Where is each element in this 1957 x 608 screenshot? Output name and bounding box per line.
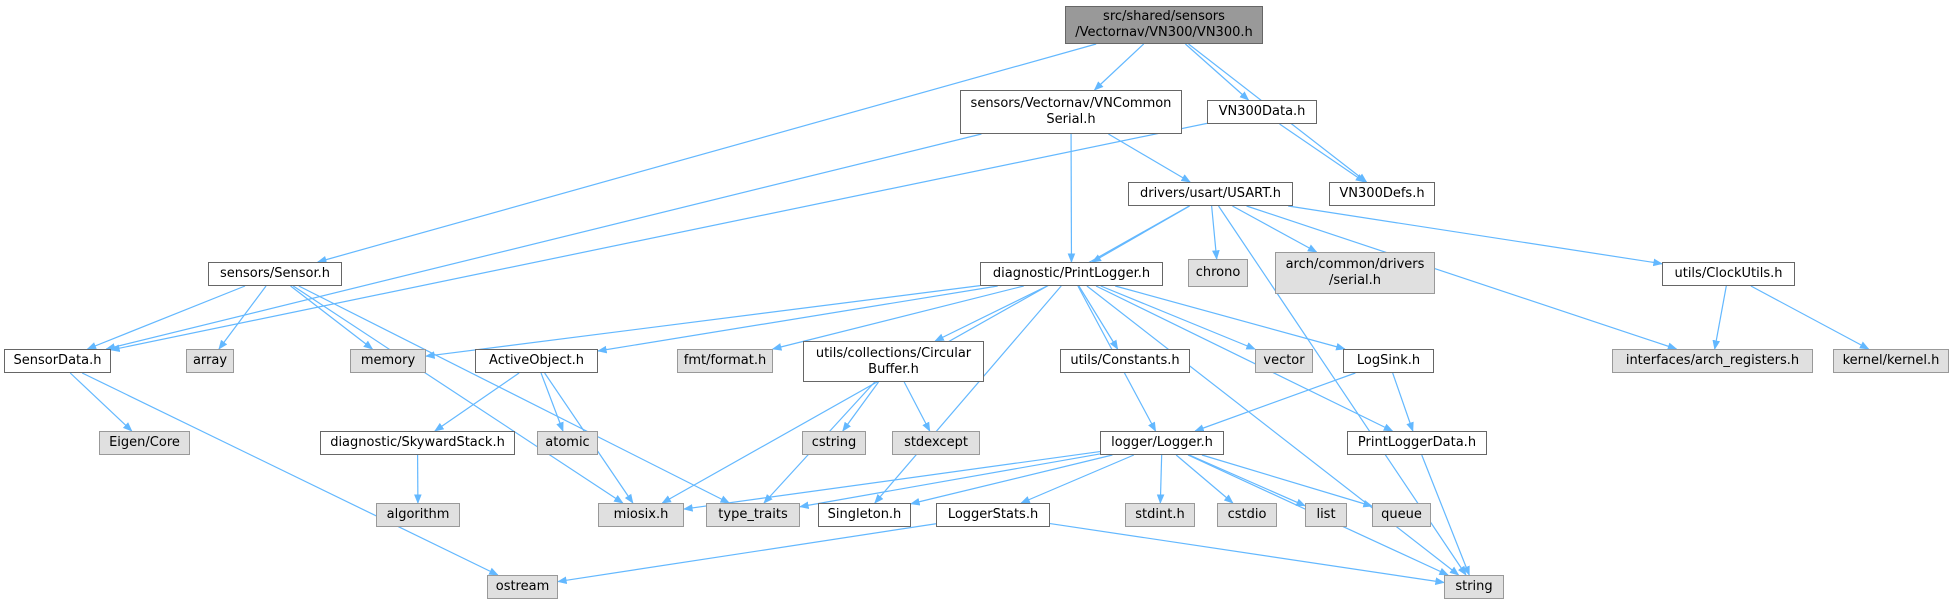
node-atomic[interactable]: atomic: [537, 431, 598, 455]
node-stdint-h[interactable]: stdint.h: [1125, 503, 1195, 527]
node-vn300-h[interactable]: src/shared/sensors /Vectornav/VN300/VN30…: [1065, 6, 1263, 44]
edge-n26-n32: [1020, 454, 1135, 504]
node-stdexcept[interactable]: stdexcept: [892, 431, 980, 455]
node-eigen-core[interactable]: Eigen/Core: [99, 431, 190, 455]
edge-n27-n38: [1421, 454, 1470, 576]
node-vncommon-serial-h[interactable]: sensors/Vectornav/VNCommon Serial.h: [960, 90, 1182, 134]
node-miosix-h[interactable]: miosix.h: [598, 503, 684, 527]
edge-n5-n30: [298, 285, 731, 504]
node-kernel-h[interactable]: kernel/kernel.h: [1833, 349, 1949, 373]
node-printlogger-h[interactable]: diagnostic/PrintLogger.h: [980, 262, 1163, 286]
edge-n4-n7: [1211, 205, 1220, 260]
node-loggerstats-h[interactable]: LoggerStats.h: [936, 503, 1050, 527]
node-string[interactable]: string: [1444, 575, 1504, 599]
node-vn300defs-h[interactable]: VN300Defs.h: [1329, 182, 1435, 206]
edge-n15-n25: [903, 381, 931, 432]
edge-n6-n31: [874, 285, 1062, 504]
node-skywardstack-h[interactable]: diagnostic/SkywardStack.h: [320, 431, 515, 455]
edge-n26-n29: [683, 450, 1101, 512]
edge-n6-n12: [425, 285, 981, 359]
edge-n26-n30: [799, 453, 1101, 510]
node-algorithm[interactable]: algorithm: [376, 503, 460, 527]
node-fmt-format-h[interactable]: fmt/format.h: [677, 349, 773, 373]
node-serial-h[interactable]: arch/common/drivers /serial.h: [1275, 252, 1435, 294]
edge-n10-n21: [69, 372, 133, 432]
node-list[interactable]: list: [1305, 503, 1347, 527]
edge-n26-n33: [1156, 454, 1165, 504]
edge-n6-n13: [597, 285, 998, 354]
edge-n6-n18: [1115, 285, 1346, 351]
edge-n1-n4: [1108, 133, 1191, 183]
edge-n9-n20: [1750, 285, 1870, 350]
edge-n4-n19: [1246, 205, 1678, 350]
edge-n0-n1: [1093, 43, 1145, 91]
edge-n13-n23: [540, 372, 564, 432]
edge-n2-n10: [110, 122, 1208, 352]
edge-n32-n38: [1049, 522, 1445, 586]
node-array[interactable]: array: [186, 349, 234, 373]
edge-n32-n37: [557, 523, 937, 585]
node-vector[interactable]: vector: [1255, 349, 1313, 373]
edge-n5-n10: [86, 285, 246, 350]
node-type-traits[interactable]: type_traits: [706, 503, 800, 527]
node-usart-h[interactable]: drivers/usart/USART.h: [1128, 182, 1293, 206]
node-queue[interactable]: queue: [1372, 503, 1431, 527]
edge-n0-n2: [1185, 43, 1250, 101]
edge-n26-n34: [1175, 454, 1234, 504]
edge-n4-n9: [1288, 205, 1663, 267]
edge-n18-n27: [1392, 372, 1414, 432]
edge-n6-n27: [1095, 285, 1394, 432]
edge-n10-n37: [81, 372, 499, 576]
node-singleton-h[interactable]: Singleton.h: [818, 503, 911, 527]
node-activeobject-h[interactable]: ActiveObject.h: [475, 349, 598, 373]
edge-n2-n3: [1279, 123, 1366, 183]
node-clockutils-h[interactable]: utils/ClockUtils.h: [1662, 262, 1795, 286]
edge-n4-n8: [1232, 205, 1318, 253]
edge-n5-n29: [292, 285, 624, 504]
node-circularbuffer-h[interactable]: utils/collections/Circular Buffer.h: [803, 341, 984, 382]
edge-n9-n19: [1712, 285, 1727, 350]
node-printloggerdata-h[interactable]: PrintLoggerData.h: [1347, 431, 1487, 455]
edge-n6-n17: [1100, 285, 1256, 350]
node-memory[interactable]: memory: [350, 349, 426, 373]
node-constants-h[interactable]: utils/Constants.h: [1060, 349, 1190, 373]
edge-n5-n11: [218, 285, 267, 350]
node-vn300data-h[interactable]: VN300Data.h: [1207, 100, 1317, 124]
edge-n6-n16: [1078, 285, 1119, 350]
edge-n6-n15: [934, 285, 1048, 342]
node-arch-registers-h[interactable]: interfaces/arch_registers.h: [1612, 349, 1813, 373]
node-logger-h[interactable]: logger/Logger.h: [1100, 431, 1224, 455]
edge-n0-n5: [316, 43, 1097, 264]
edge-n26-n35: [1189, 454, 1306, 507]
edge-n1-n10: [105, 133, 982, 351]
node-cstdio[interactable]: cstdio: [1217, 503, 1277, 527]
node-ostream[interactable]: ostream: [487, 575, 558, 599]
edge-n6-n14: [771, 285, 1024, 351]
node-chrono[interactable]: chrono: [1188, 259, 1248, 287]
edge-n26-n36: [1201, 454, 1373, 508]
node-sensor-h[interactable]: sensors/Sensor.h: [208, 262, 342, 286]
edge-n26-n31: [910, 454, 1113, 506]
node-logsink-h[interactable]: LogSink.h: [1343, 349, 1434, 373]
edge-n13-n22: [434, 372, 520, 432]
edge-n15-n24: [842, 381, 880, 432]
edge-n5-n12: [290, 285, 374, 350]
node-sensordata-h[interactable]: SensorData.h: [4, 349, 111, 373]
edge-n18-n26: [1194, 372, 1356, 432]
node-cstring[interactable]: cstring: [802, 431, 866, 455]
